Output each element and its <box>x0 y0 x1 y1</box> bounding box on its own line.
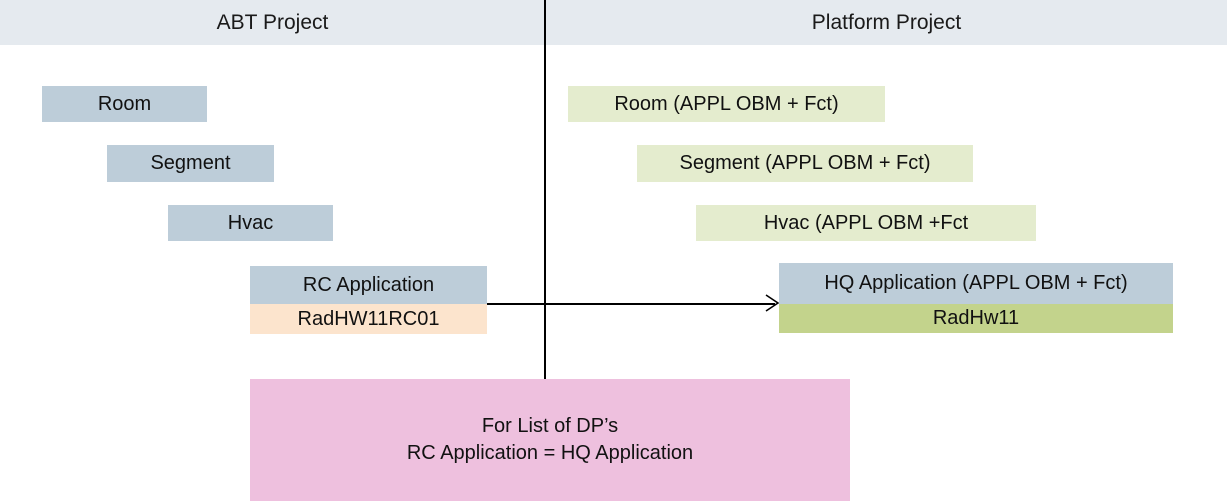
mapping-arrow-line <box>487 303 775 305</box>
column-divider-line <box>544 0 546 379</box>
header-band-left <box>0 0 545 45</box>
node-room-appl-obm[interactable]: Room (APPL OBM + Fct) <box>568 86 885 122</box>
column-title-abt-project: ABT Project <box>216 11 329 34</box>
mapping-arrow-head-icon <box>765 294 779 312</box>
node-hvac-appl-obm[interactable]: Hvac (APPL OBM +Fct <box>696 205 1036 241</box>
header-band-right <box>546 0 1227 45</box>
note-line-2: RC Application = HQ Application <box>406 442 694 464</box>
node-segment-appl-obm[interactable]: Segment (APPL OBM + Fct) <box>637 145 973 182</box>
column-title-platform-project: Platform Project <box>811 11 962 34</box>
node-segment[interactable]: Segment <box>107 145 274 182</box>
node-rc-application[interactable]: RC Application <box>250 266 487 304</box>
note-box-dp-mapping: For List of DP’s RC Application = HQ App… <box>250 379 850 501</box>
node-hq-application[interactable]: HQ Application (APPL OBM + Fct) <box>779 263 1173 304</box>
node-radhw11[interactable]: RadHw11 <box>779 304 1173 333</box>
node-room[interactable]: Room <box>42 86 207 122</box>
node-radhw11rc01[interactable]: RadHW11RC01 <box>250 304 487 334</box>
note-line-1: For List of DP’s <box>481 415 619 437</box>
node-hvac[interactable]: Hvac <box>168 205 333 241</box>
